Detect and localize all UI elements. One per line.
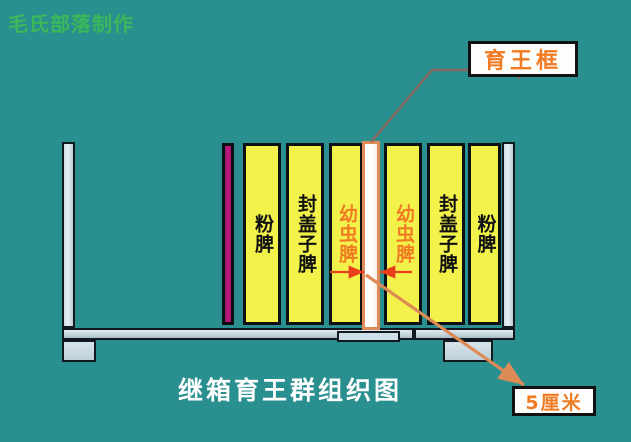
hive-foot-left bbox=[62, 340, 96, 362]
frame-label: 封盖子脾 bbox=[294, 194, 317, 274]
hive-wall-left bbox=[62, 142, 75, 328]
callout-spacing-dimension: 5厘米 bbox=[512, 386, 596, 416]
diagram-caption: 继箱育王群组织图 bbox=[178, 376, 403, 405]
frame-label: 粉脾 bbox=[251, 214, 274, 254]
callout-label: 育王框 bbox=[483, 49, 562, 74]
frame-label: 封盖子脾 bbox=[435, 194, 458, 274]
frame-larva-right: 幼虫脾 bbox=[384, 143, 422, 325]
frame-larva-left: 幼虫脾 bbox=[329, 143, 363, 325]
hive-base-right bbox=[414, 328, 515, 340]
hive-wall-right bbox=[502, 142, 515, 328]
frame-pollen-left: 粉脾 bbox=[243, 143, 281, 325]
hive-center-ledge bbox=[337, 331, 400, 342]
frame-divider-board bbox=[222, 143, 234, 325]
leader-line-queen-frame bbox=[370, 68, 521, 143]
callout-label: 5厘米 bbox=[525, 391, 583, 414]
watermark-text: 毛氏部落制作 bbox=[8, 12, 134, 36]
frame-label: 粉脾 bbox=[474, 214, 497, 254]
frame-queen-cell bbox=[362, 141, 380, 330]
frame-label: 幼虫脾 bbox=[392, 204, 415, 264]
frame-label: 幼虫脾 bbox=[335, 204, 358, 264]
frame-pollen-right: 粉脾 bbox=[468, 143, 501, 325]
callout-queen-rearing-frame: 育王框 bbox=[468, 41, 578, 77]
frame-capped-brood-right: 封盖子脾 bbox=[427, 143, 465, 325]
hive-foot-right bbox=[443, 340, 493, 362]
frame-capped-brood-left: 封盖子脾 bbox=[286, 143, 324, 325]
